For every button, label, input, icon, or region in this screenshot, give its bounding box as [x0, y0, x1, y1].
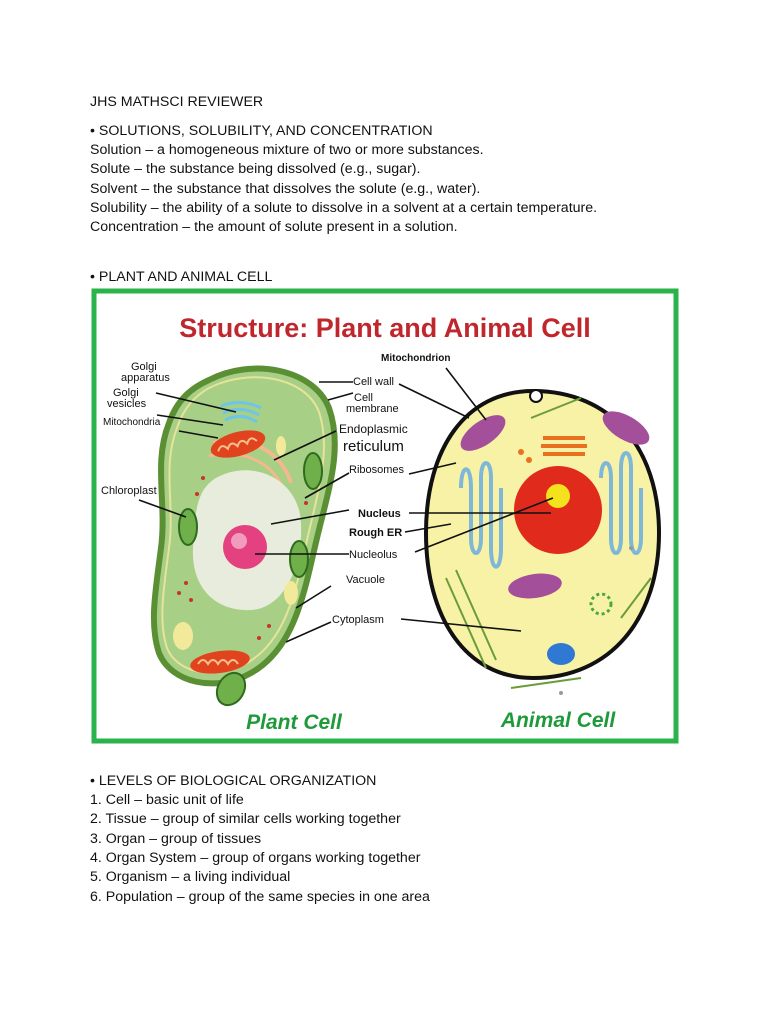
svg-text:reticulum: reticulum — [343, 438, 404, 455]
definition-line: Solution – a homogeneous mixture of two … — [90, 142, 484, 158]
diagram-title: Structure: Plant and Animal Cell — [179, 313, 591, 343]
leader-lines — [138, 367, 554, 643]
svg-text:membrane: membrane — [346, 403, 399, 415]
list-item: 1. Cell – basic unit of life — [90, 792, 244, 808]
definition-line: Solute – the substance being dissolved (… — [90, 161, 421, 177]
section-heading-cells: • PLANT AND ANIMAL CELL — [90, 269, 273, 285]
definition-line: Concentration – the amount of solute pre… — [90, 219, 458, 235]
label-mitochondria: Mitochondria — [103, 417, 161, 428]
document-title: JHS MATHSCI REVIEWER — [90, 94, 264, 110]
svg-text:apparatus: apparatus — [121, 372, 170, 384]
label-nucleolus: Nucleolus — [349, 549, 398, 561]
label-ribosomes: Ribosomes — [349, 464, 405, 476]
label-golgi-apparatus: Golgi — [131, 361, 157, 373]
label-rough-er: Rough ER — [349, 527, 402, 539]
label-cell-wall: Cell wall — [353, 376, 394, 388]
section-heading-solutions: • SOLUTIONS, SOLUBILITY, AND CONCENTRATI… — [90, 123, 433, 139]
list-item: 6. Population – group of the same specie… — [90, 889, 430, 905]
plant-nucleus — [223, 525, 267, 569]
label-cytoplasm: Cytoplasm — [332, 614, 384, 626]
animal-mitochondrion — [460, 415, 506, 451]
definition-line: Solvent – the substance that dissolves t… — [90, 181, 481, 197]
animal-rough-er — [459, 461, 503, 569]
list-item: 5. Organism – a living individual — [90, 869, 291, 885]
label-vacuole: Vacuole — [346, 574, 385, 586]
plant-cell — [150, 365, 338, 707]
section-heading-organization: • LEVELS OF BIOLOGICAL ORGANIZATION — [90, 773, 377, 789]
cell-structure-diagram: Structure: Plant and Animal Cell — [91, 288, 679, 744]
animal-cell — [423, 388, 662, 695]
list-item: 4. Organ System – group of organs workin… — [90, 850, 421, 866]
label-nucleus: Nucleus — [358, 508, 401, 520]
label-golgi-vesicles: Golgi — [113, 387, 139, 399]
animal-cell-caption: Animal Cell — [500, 709, 617, 732]
svg-text:vesicles: vesicles — [107, 398, 147, 410]
label-chloroplast: Chloroplast — [101, 485, 157, 497]
list-item: 3. Organ – group of tissues — [90, 831, 262, 847]
chloroplast — [178, 508, 198, 546]
list-item: 2. Tissue – group of similar cells worki… — [90, 811, 401, 827]
animal-nucleolus — [546, 484, 570, 508]
plant-cell-caption: Plant Cell — [246, 711, 343, 734]
label-cell-membrane: Cell — [354, 392, 373, 404]
label-mitochondrion: Mitochondrion — [381, 353, 450, 364]
plant-golgi — [220, 401, 262, 410]
animal-nucleus — [514, 466, 602, 554]
definition-line: Solubility – the ability of a solute to … — [90, 200, 598, 216]
animal-vacuole — [547, 643, 575, 665]
label-endoplasmic-reticulum: Endoplasmic — [339, 422, 408, 436]
